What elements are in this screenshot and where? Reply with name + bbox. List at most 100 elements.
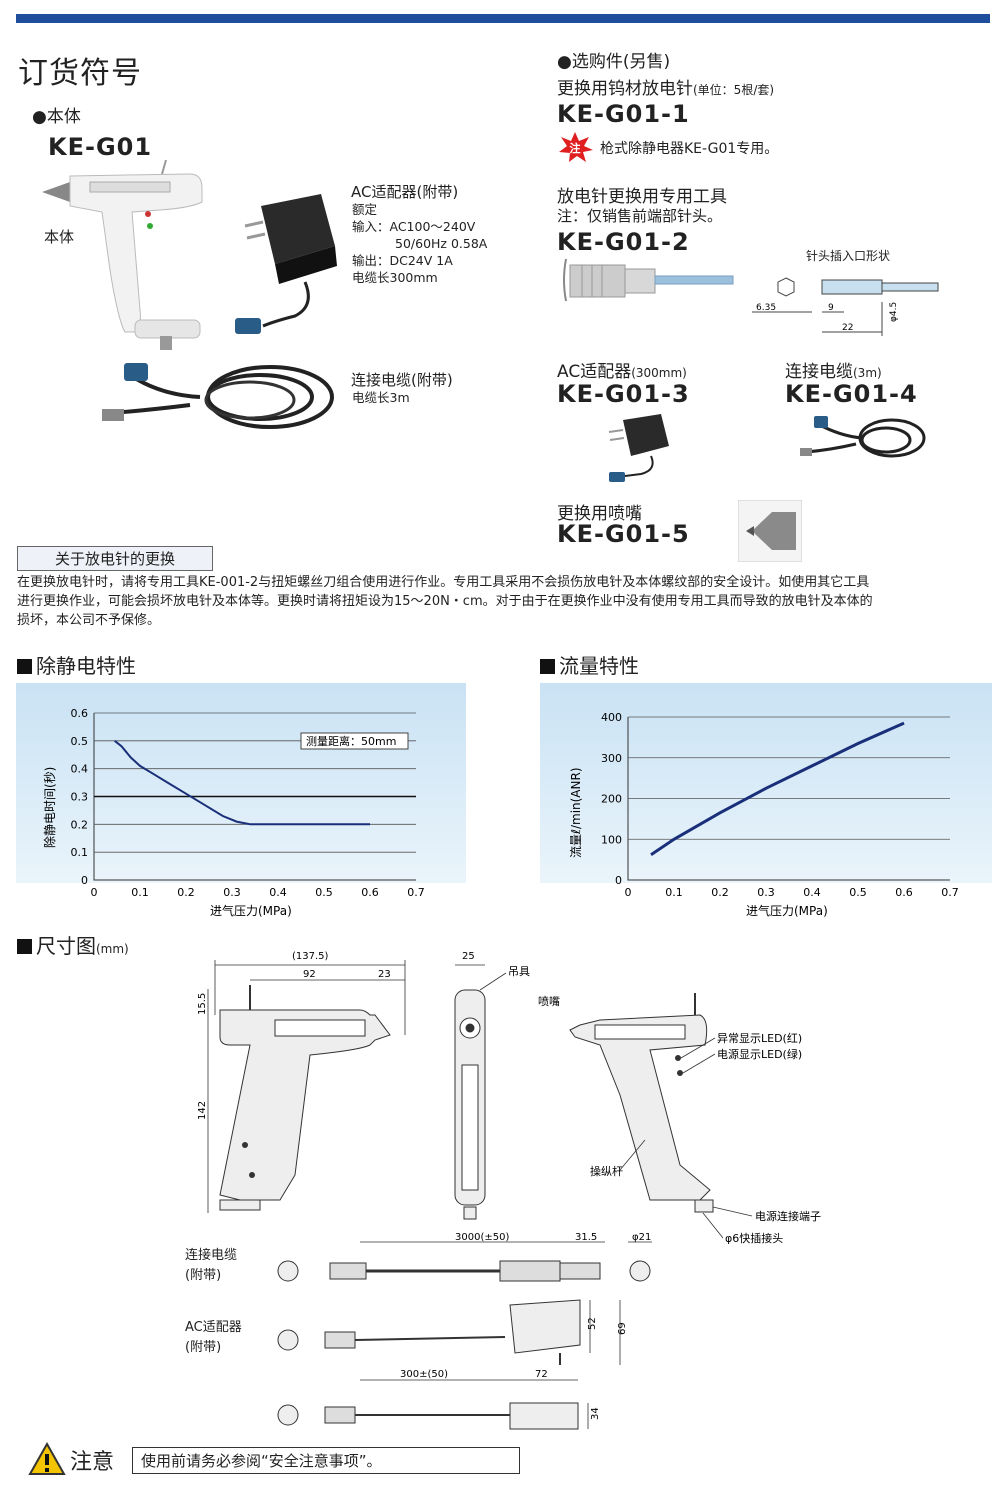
section-flow: 流量特性 (540, 650, 639, 679)
svg-text:23: 23 (378, 969, 391, 980)
y-tick-label: 300 (601, 752, 622, 765)
adapter-spec-5: 电缆长300mm (352, 270, 438, 285)
adapter-title: AC适配器(附带) (351, 183, 459, 201)
svg-text:52: 52 (587, 1317, 598, 1330)
options-bullet: ●选购件(另售) (557, 52, 671, 72)
section-dims: 尺寸图(mm) (17, 930, 129, 959)
option2-model: KE-G01-2 (557, 228, 690, 256)
cable-dimension-drawing: 3000(±50) 31.5 φ21 (277, 1232, 652, 1282)
page-title: 订货符号 (18, 56, 142, 91)
y-tick-label: 400 (601, 711, 622, 724)
x-tick-label: 0.7 (941, 886, 959, 899)
option4-model: KE-G01-4 (785, 380, 918, 408)
caution-title: 注意 (70, 1450, 115, 1475)
svg-text:3000(±50): 3000(±50) (455, 1232, 509, 1243)
y-tick-label: 200 (601, 793, 622, 806)
svg-text:φ6快插接头: φ6快插接头 (725, 1231, 783, 1245)
tip-shape-label: 针头插入口形状 (806, 249, 891, 263)
tool-photo (563, 258, 734, 302)
note-star-icon: 注 (559, 132, 593, 162)
option3-model: KE-G01-3 (557, 380, 690, 408)
option2-title: 放电针更换用专用工具 (557, 187, 727, 207)
y-tick-label: 0.2 (71, 818, 89, 831)
section-static: 除静电特性 (17, 650, 136, 679)
static-annotation: 测量距离：50mm (306, 734, 396, 748)
adapter-photo (235, 194, 337, 334)
svg-text:喷嘴: 喷嘴 (538, 995, 560, 1008)
y-tick-label: 100 (601, 833, 622, 846)
static-ylabel: 除静电时间(秒) (42, 767, 57, 848)
top-bar (16, 14, 990, 23)
svg-text:(137.5): (137.5) (292, 951, 329, 962)
adapter-dim-label: AC适配器(附带) (185, 1320, 242, 1355)
adapter-spec-3: 50/60Hz 0.58A (395, 236, 488, 251)
svg-text:92: 92 (303, 969, 316, 980)
option3-title: AC适配器(300mm) (557, 362, 687, 382)
y-tick-label: 0.3 (71, 791, 89, 804)
svg-text:72: 72 (535, 1369, 548, 1380)
cable-dim-label: 连接电缆(附带) (185, 1248, 238, 1283)
svg-text:吊具: 吊具 (508, 965, 530, 978)
option5-title: 更换用喷嘴 (557, 504, 642, 524)
replace-heading: 关于放电针的更换 (17, 546, 213, 571)
svg-text:300±(50): 300±(50) (400, 1369, 448, 1380)
svg-text:φ21: φ21 (632, 1232, 651, 1243)
adapter-dimension-drawing: 52 69 300±(50) 72 34 (277, 1299, 628, 1430)
adapter-spec-4: 输出：DC24V 1A (352, 253, 453, 268)
tip-shape-drawing: 6.35 9 22 φ4.5 (752, 277, 939, 336)
y-tick-label: 0.6 (71, 707, 89, 720)
option5-model: KE-G01-5 (557, 520, 690, 548)
nozzle-photo (738, 500, 802, 562)
option4-photo (800, 416, 926, 458)
x-tick-label: 0.2 (711, 886, 729, 899)
svg-text:注: 注 (570, 141, 581, 155)
svg-text:142: 142 (197, 1101, 208, 1120)
main-model: KE-G01 (48, 133, 153, 161)
flow-series-line (650, 721, 905, 856)
x-tick-label: 0.4 (269, 886, 287, 899)
annotation-box (300, 732, 409, 750)
static-xlabel: 进气压力(MPa) (210, 903, 292, 918)
svg-text:6.35: 6.35 (756, 303, 776, 313)
option1-note: 枪式除静电器KE-G01专用。 (600, 141, 779, 157)
option3-photo (608, 414, 669, 482)
cable-title: 连接电缆(附带) (351, 371, 453, 389)
x-tick-label: 0.7 (407, 886, 425, 899)
x-tick-label: 0 (91, 886, 98, 899)
x-tick-label: 0 (625, 886, 632, 899)
svg-text:操纵杆: 操纵杆 (590, 1164, 623, 1178)
svg-text:9: 9 (828, 303, 834, 313)
flow-ylabel: 流量ℓ/min(ANR) (569, 767, 583, 858)
option1-model: KE-G01-1 (557, 100, 690, 128)
svg-text:15.5: 15.5 (197, 993, 208, 1015)
adapter-spec-2: 输入：AC100～240V (352, 219, 476, 234)
flow-xlabel: 进气压力(MPa) (746, 903, 828, 918)
x-tick-label: 0.1 (131, 886, 149, 899)
cable-length: 电缆长3m (352, 390, 410, 405)
chart-bg (540, 683, 992, 883)
x-tick-label: 0.3 (223, 886, 241, 899)
body-label: 本体 (44, 228, 75, 246)
chart-axes (627, 717, 950, 881)
adapter-spec-1: 额定 (352, 202, 378, 217)
x-tick-label: 0.6 (361, 886, 379, 899)
static-series-line (114, 740, 370, 826)
y-tick-label: 0 (615, 874, 622, 887)
replace-paragraph: 在更换放电针时，请将专用工具KE-001-2与扭矩螺丝刀组合使用进行作业。专用工… (17, 575, 873, 628)
svg-text:电源连接端子: 电源连接端子 (755, 1209, 821, 1223)
x-tick-label: 0.5 (849, 886, 867, 899)
x-tick-label: 0.5 (315, 886, 333, 899)
caution-text: 使用前请务必参阅“安全注意事项”。 (132, 1447, 520, 1474)
gun-photo (42, 160, 203, 350)
x-tick-label: 0.1 (665, 886, 683, 899)
option1-title: 更换用钨材放电针(单位：5根/套) (557, 79, 775, 99)
warning-icon (28, 1442, 66, 1475)
option2-note: 注：仅销售前端部针头。 (557, 207, 723, 225)
svg-text:34: 34 (590, 1407, 601, 1420)
svg-text:φ4.5: φ4.5 (889, 302, 899, 322)
svg-text:异常显示LED(红): 异常显示LED(红) (717, 1032, 802, 1045)
dimension-drawing: (137.5) 92 23 15.5 142 25 吊具 喷嘴 异常显示LED(… (197, 951, 821, 1245)
svg-text:25: 25 (462, 951, 475, 962)
chart-bg (16, 683, 466, 883)
